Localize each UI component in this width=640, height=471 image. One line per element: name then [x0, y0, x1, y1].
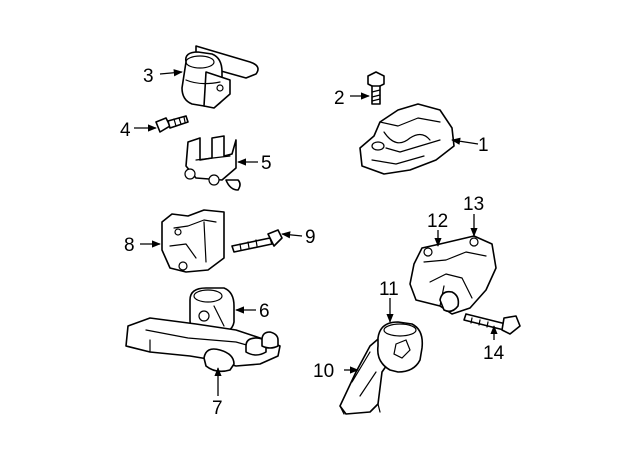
callout-13: 13 — [463, 194, 484, 215]
callout-1: 1 — [478, 135, 489, 156]
leader-lines — [134, 69, 498, 396]
callout-10: 10 — [313, 361, 334, 382]
callout-12: 12 — [427, 211, 448, 232]
part-2-bolt — [367, 71, 385, 105]
part-9-long-bolt — [231, 229, 283, 253]
callout-3: 3 — [143, 66, 154, 87]
callout-5: 5 — [261, 153, 272, 174]
part-5-bracket — [184, 135, 241, 191]
callout-14: 14 — [483, 343, 505, 364]
callout-11: 11 — [379, 279, 399, 300]
callout-4: 4 — [120, 120, 131, 141]
leader-9 — [281, 231, 303, 239]
part-14-bolt — [463, 313, 521, 335]
callout-6: 6 — [259, 301, 270, 322]
part-8-bracket — [161, 209, 225, 273]
part-1-mount-cover — [359, 103, 455, 175]
part-10-11-torque-strut — [339, 321, 424, 415]
leader-3 — [159, 69, 183, 77]
callout-8: 8 — [124, 235, 135, 256]
part-3-upper-mount — [181, 45, 259, 109]
part-12-13-transmission-bracket — [409, 235, 497, 315]
part-7-crossmember — [125, 317, 281, 373]
callout-9: 9 — [305, 227, 316, 248]
leader-1 — [451, 137, 479, 145]
part-4-bolt — [155, 115, 189, 133]
callout-labels: 1 2 3 4 5 6 7 8 9 10 11 12 13 14 — [120, 66, 505, 419]
callout-7: 7 — [212, 398, 223, 419]
callout-2: 2 — [334, 88, 345, 109]
